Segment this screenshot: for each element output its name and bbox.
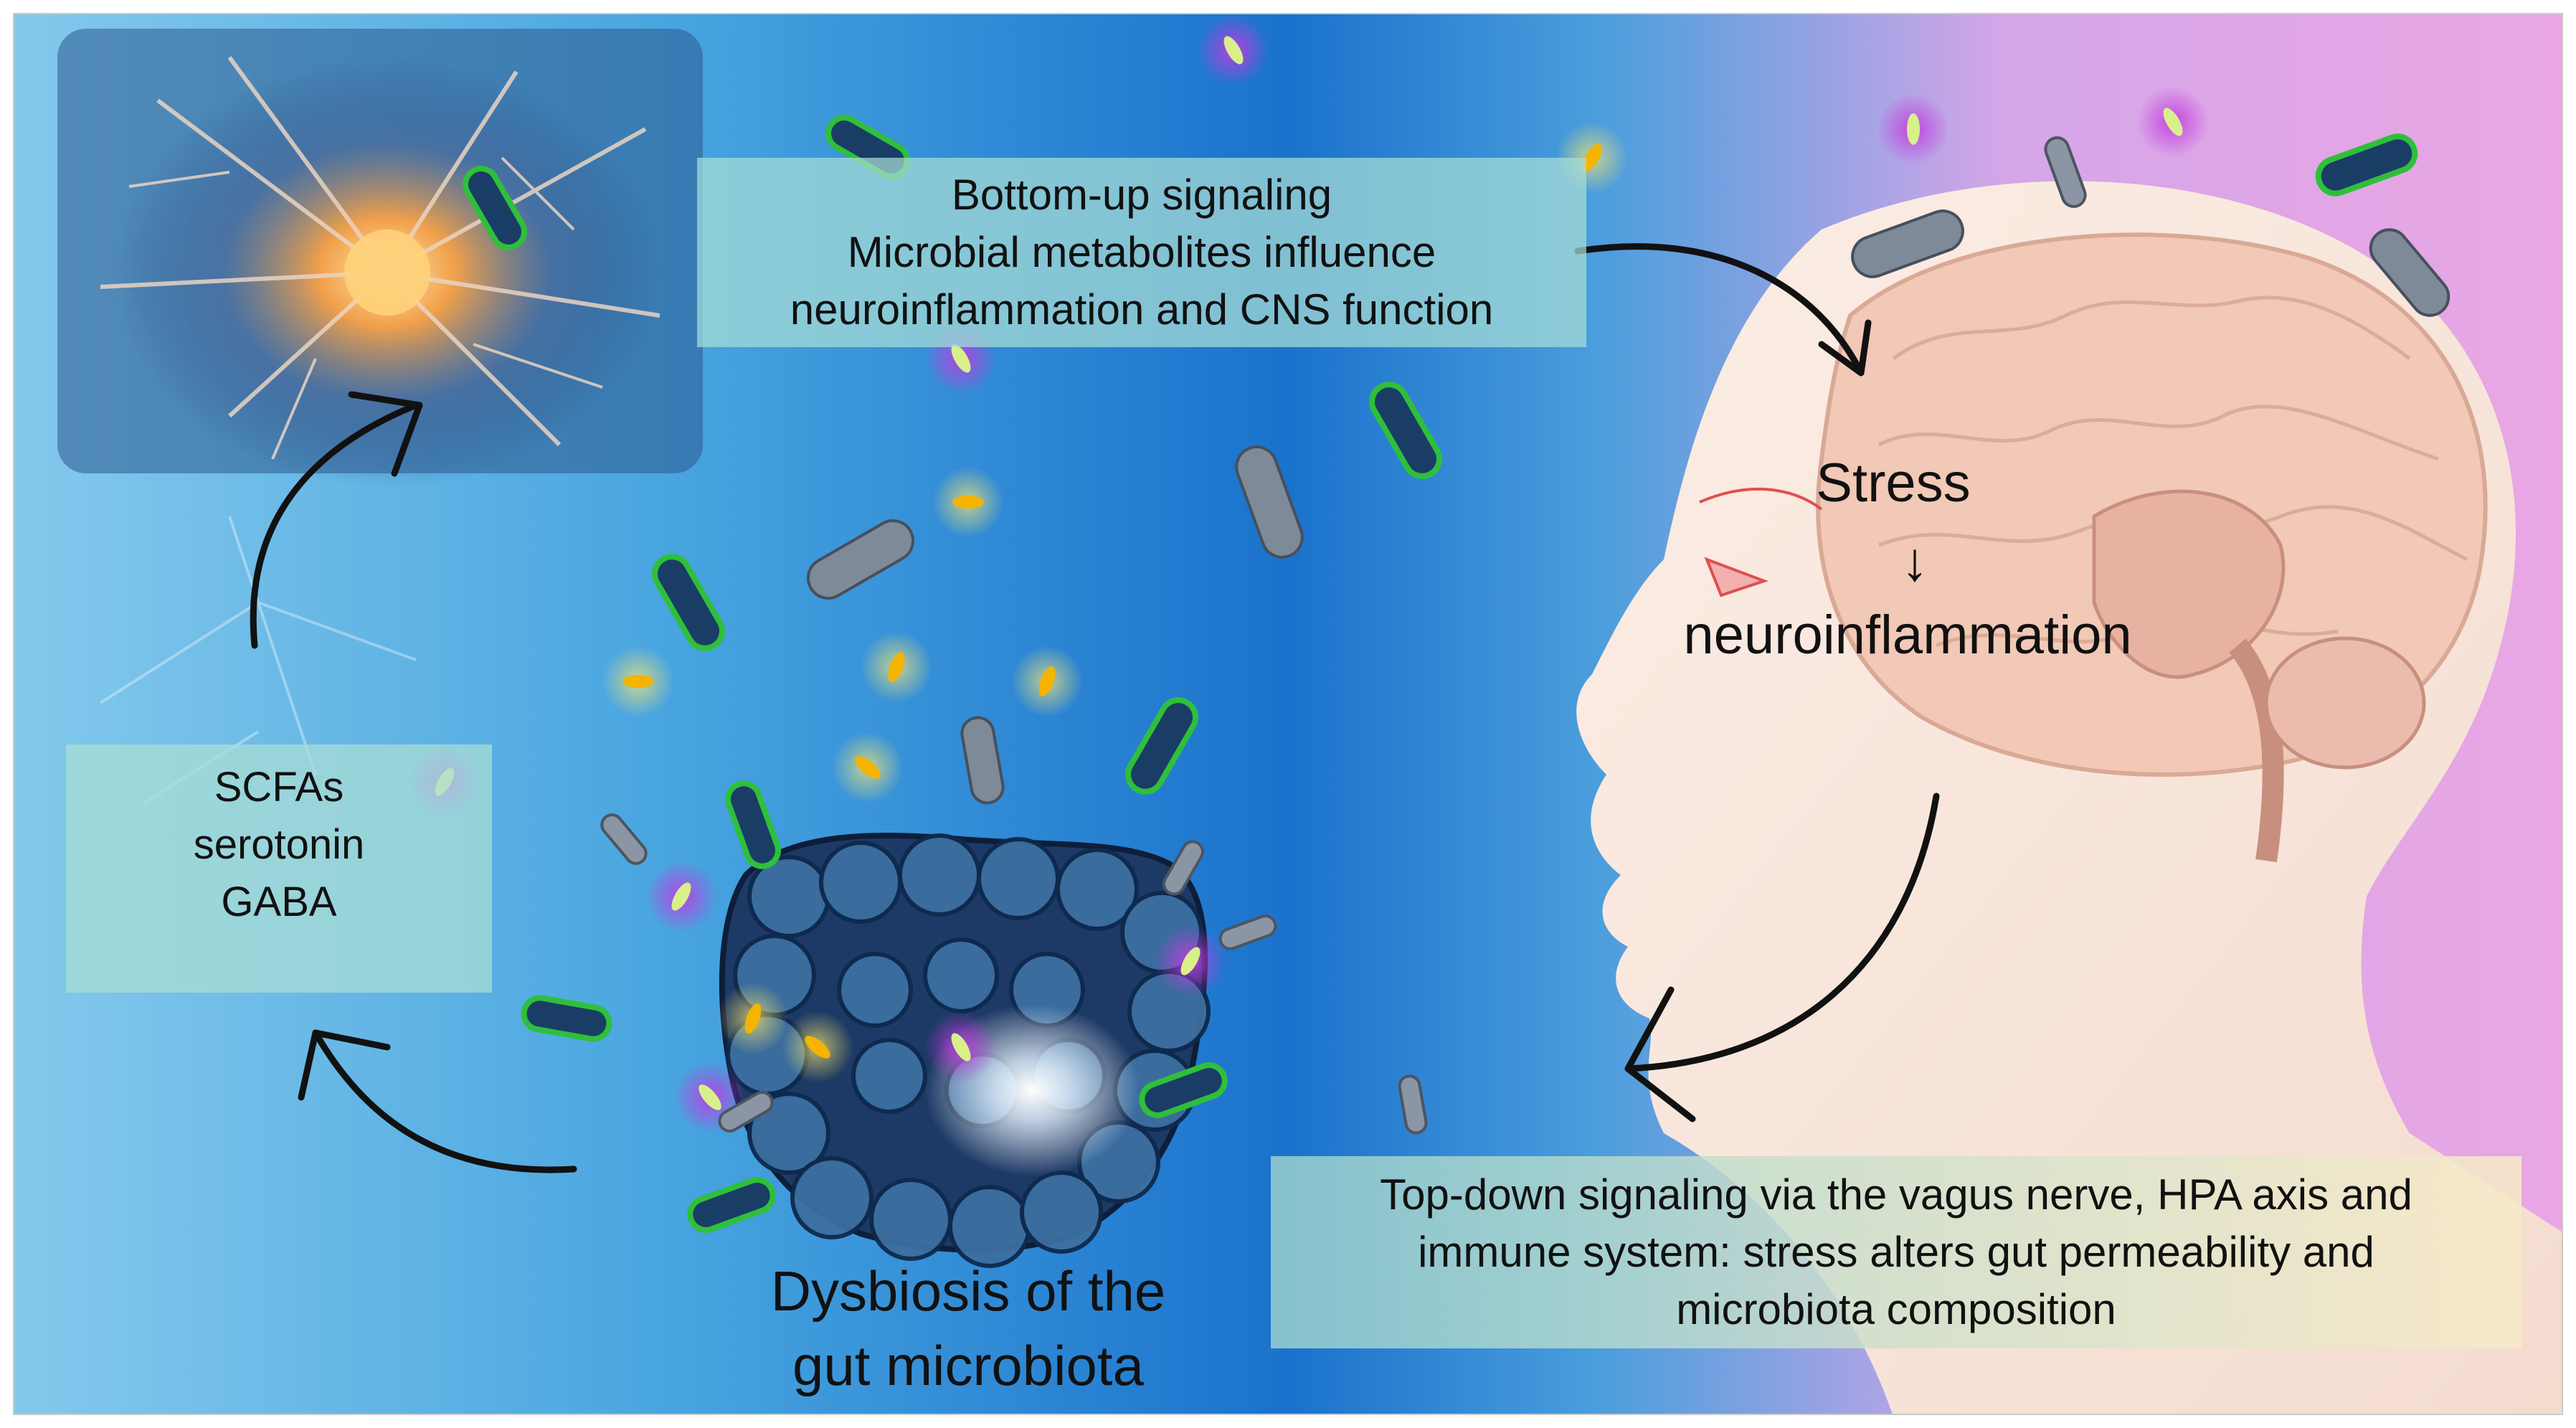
dysbiosis-line-1: Dysbiosis of the xyxy=(770,1259,1166,1323)
bacteria xyxy=(463,115,2450,1233)
neuroinflammation-label: neuroinflammation xyxy=(1683,605,2132,666)
brain-illustration xyxy=(1699,232,2488,863)
bottom-up-line-2: Microbial metabolites influence xyxy=(847,228,1436,276)
mediator-serotonin: serotonin xyxy=(193,821,365,868)
bottom-up-title: Bottom-up signaling xyxy=(951,171,1332,219)
top-down-signaling-box: Top-down signaling via the vagus nerve, … xyxy=(1271,1156,2521,1348)
arrow-brain-to-top-down xyxy=(1624,793,1940,1122)
mediators-box: SCFAs serotonin GABA xyxy=(66,744,492,993)
flow-arrows xyxy=(250,243,1940,1173)
figure-frame: Bottom-up signaling Microbial metabolite… xyxy=(13,13,2563,1415)
mediator-gaba: GABA xyxy=(221,879,337,925)
bottom-up-signaling-box: Bottom-up signaling Microbial metabolite… xyxy=(697,158,1586,347)
dysbiosis-line-2: gut microbiota xyxy=(792,1334,1144,1397)
down-arrow-icon: ↓ xyxy=(1901,531,1928,592)
arrow-gut-to-mediators xyxy=(298,1029,577,1173)
metabolite-particles xyxy=(409,14,2209,1133)
bottom-up-line-3: neuroinflammation and CNS function xyxy=(790,285,1494,334)
neuron-illustration xyxy=(57,29,703,488)
top-down-line-1: Top-down signaling via the vagus nerve, … xyxy=(1380,1171,2412,1219)
mediator-scfas: SCFAs xyxy=(214,764,344,810)
top-down-line-2: immune system: stress alters gut permeab… xyxy=(1418,1228,2374,1276)
dysbiosis-label: Dysbiosis of the gut microbiota xyxy=(688,1254,1248,1403)
arrow-mediators-to-neuron xyxy=(250,391,423,649)
faded-neuron xyxy=(99,516,417,805)
stress-label: Stress xyxy=(1816,453,1971,514)
arrow-bottom-up-to-brain xyxy=(1574,243,1872,377)
top-down-line-3: microbiota composition xyxy=(1676,1285,2116,1333)
